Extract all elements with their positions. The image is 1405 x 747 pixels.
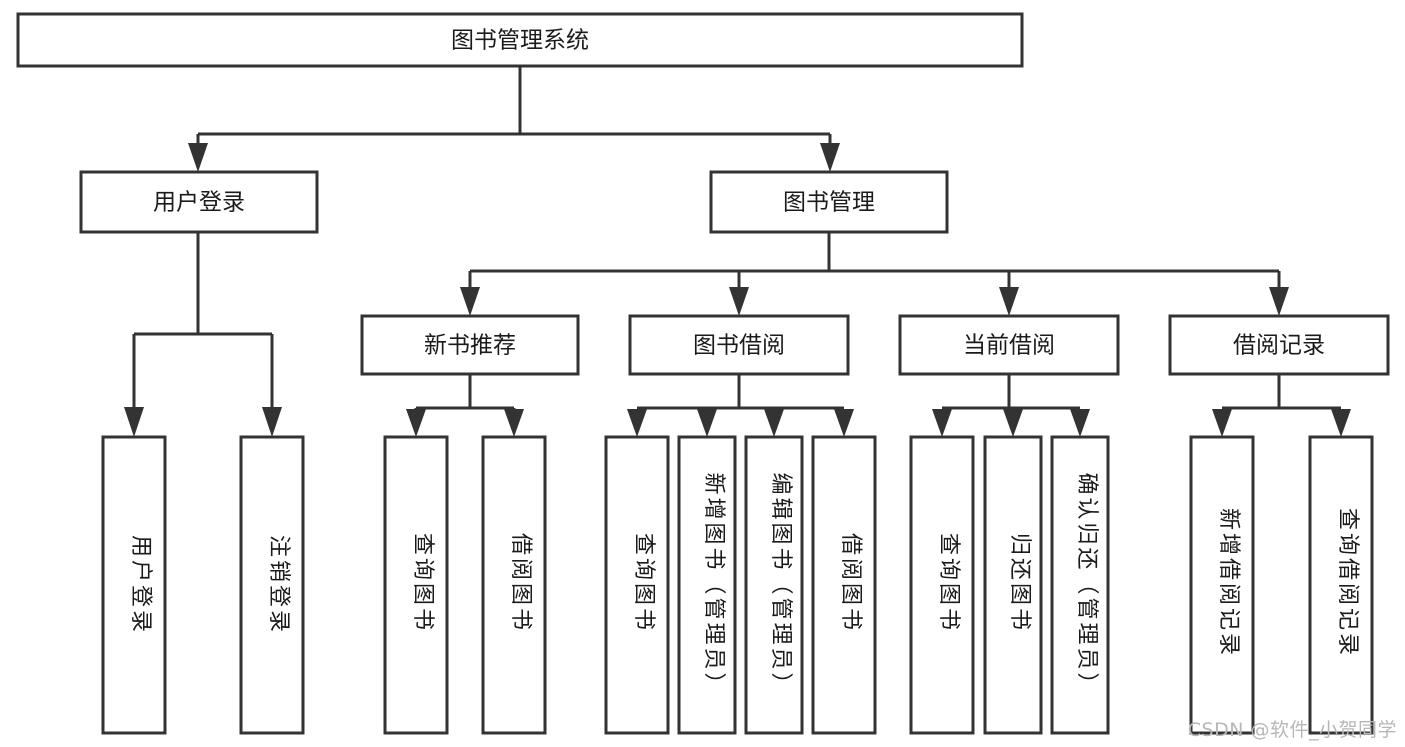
node-leaf-edit-book-box[interactable] (744, 435, 804, 735)
node-leaf-borrow-book-rec[interactable]: 借阅图书 (481, 435, 547, 735)
node-user-login[interactable]: 用户登录 (79, 170, 319, 234)
node-leaf-borrow-book-rec-box[interactable] (481, 435, 547, 735)
node-leaf-query-book-cur-box[interactable] (909, 435, 975, 735)
arrow-head-leaf-confirm-return (1070, 409, 1090, 437)
node-leaf-query-book-rec[interactable]: 查询图书 (383, 435, 449, 735)
node-book-manage[interactable]: 图书管理 (709, 170, 949, 234)
node-leaf-query-book-cur-label: 查询图书 (936, 533, 961, 633)
node-leaf-borrow-book-box[interactable] (811, 435, 877, 735)
arrow-head-book-manage (820, 143, 840, 172)
node-leaf-add-book-label: 新增图书（管理员） (701, 472, 726, 697)
node-borrow-record-box[interactable] (1168, 314, 1390, 376)
node-current-borrow-label: 当前借阅 (963, 333, 1055, 359)
node-new-book-rec-label: 新书推荐 (424, 333, 516, 359)
connector-layer (124, 66, 1351, 437)
node-leaf-return-book[interactable]: 归还图书 (983, 435, 1043, 735)
node-book-manage-label: 图书管理 (783, 190, 875, 216)
arrow-head-leaf-query-record (1331, 409, 1351, 437)
node-leaf-edit-book-label: 编辑图书（管理员） (768, 472, 793, 697)
arrow-head-leaf-user-login (124, 407, 144, 437)
node-leaf-logout-label: 注销登录 (266, 535, 291, 635)
node-leaf-query-book-borrow-label: 查询图书 (631, 533, 656, 633)
node-borrow-record-label: 借阅记录 (1233, 333, 1325, 359)
arrow-head-borrow-record (1269, 287, 1289, 316)
node-leaf-confirm-return-label: 确认归还（管理员） (1074, 472, 1099, 697)
arrow-head-leaf-return-book (1003, 409, 1023, 437)
node-leaf-return-book-label: 归还图书 (1007, 533, 1032, 633)
node-leaf-add-book[interactable]: 新增图书（管理员） (677, 435, 737, 735)
arrow-head-user-login (188, 143, 208, 172)
node-root-label: 图书管理系统 (451, 28, 589, 54)
node-book-manage-box[interactable] (709, 170, 949, 234)
node-leaf-add-book-box[interactable] (677, 435, 737, 735)
arrow-head-leaf-edit-book (764, 409, 784, 437)
node-leaf-query-book-rec-label: 查询图书 (410, 533, 435, 633)
node-user-login-box[interactable] (79, 170, 319, 234)
node-current-borrow-box[interactable] (898, 314, 1120, 376)
node-leaf-query-book-borrow-box[interactable] (604, 435, 670, 735)
arrow-head-leaf-logout (262, 407, 282, 437)
node-leaf-return-book-box[interactable] (983, 435, 1043, 735)
arrow-head-leaf-query-book-cur (932, 409, 952, 437)
arrow-head-leaf-query-book-rec (406, 409, 426, 437)
node-leaf-user-login[interactable]: 用户登录 (101, 435, 167, 735)
csdn-watermark: CSDN @软件_小贺同学 (1187, 719, 1397, 741)
node-leaf-query-record[interactable]: 查询借阅记录 (1308, 435, 1374, 735)
node-leaf-query-record-box[interactable] (1308, 435, 1374, 735)
node-leaf-logout[interactable]: 注销登录 (239, 435, 305, 735)
arrow-head-current-borrow (999, 287, 1019, 316)
node-leaf-query-record-label: 查询借阅记录 (1335, 508, 1360, 658)
node-leaf-add-record[interactable]: 新增借阅记录 (1189, 435, 1255, 735)
node-new-book-rec[interactable]: 新书推荐 (360, 314, 580, 376)
node-book-borrow[interactable]: 图书借阅 (628, 314, 850, 376)
node-root[interactable]: 图书管理系统 (16, 12, 1024, 68)
node-leaf-query-book-cur[interactable]: 查询图书 (909, 435, 975, 735)
node-leaf-confirm-return[interactable]: 确认归还（管理员） (1050, 435, 1110, 735)
node-leaf-add-record-label: 新增借阅记录 (1216, 508, 1241, 658)
node-new-book-rec-box[interactable] (360, 314, 580, 376)
node-leaf-query-book-rec-box[interactable] (383, 435, 449, 735)
arrow-head-leaf-borrow-book-rec (504, 409, 524, 437)
arrow-head-book-borrow (729, 287, 749, 316)
node-leaf-query-book-borrow[interactable]: 查询图书 (604, 435, 670, 735)
arrow-head-leaf-borrow-book (834, 409, 854, 437)
node-leaf-user-login-label: 用户登录 (128, 535, 153, 635)
node-book-borrow-box[interactable] (628, 314, 850, 376)
node-leaf-borrow-book-rec-label: 借阅图书 (508, 533, 533, 633)
node-leaf-logout-box[interactable] (239, 435, 305, 735)
node-root-box[interactable] (16, 12, 1024, 68)
node-leaf-borrow-book-label: 借阅图书 (838, 533, 863, 633)
node-borrow-record[interactable]: 借阅记录 (1168, 314, 1390, 376)
node-leaf-confirm-return-box[interactable] (1050, 435, 1110, 735)
arrow-head-leaf-add-record (1212, 409, 1232, 437)
node-leaf-add-record-box[interactable] (1189, 435, 1255, 735)
node-leaf-user-login-box[interactable] (101, 435, 167, 735)
node-current-borrow[interactable]: 当前借阅 (898, 314, 1120, 376)
node-leaf-borrow-book[interactable]: 借阅图书 (811, 435, 877, 735)
node-book-borrow-label: 图书借阅 (693, 333, 785, 359)
node-user-login-label: 用户登录 (153, 190, 245, 216)
arrow-head-leaf-add-book (697, 409, 717, 437)
node-leaf-edit-book[interactable]: 编辑图书（管理员） (744, 435, 804, 735)
arrow-head-leaf-query-book-borrow (627, 409, 647, 437)
arrow-head-new-book-rec (460, 287, 480, 316)
